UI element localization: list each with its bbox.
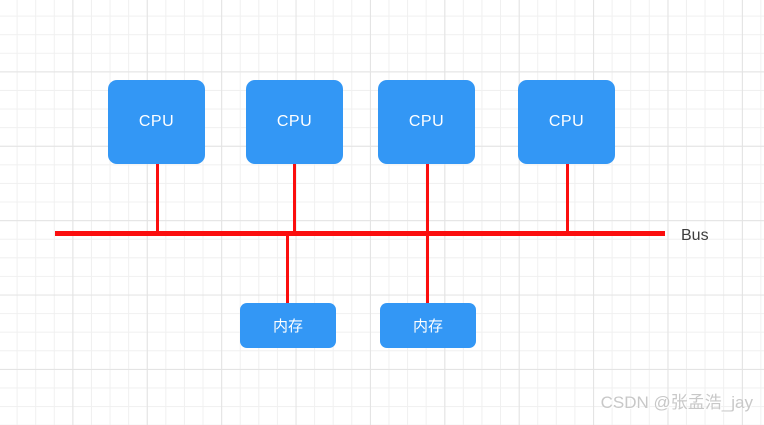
csdn-watermark: CSDN @张孟浩_jay xyxy=(600,393,753,412)
connector-cpu3-bus xyxy=(426,164,429,234)
cpu-node-1: CPU xyxy=(108,80,205,164)
cpu-node-4-label: CPU xyxy=(548,113,585,130)
bus-label: Bus xyxy=(681,227,709,244)
cpu-node-2: CPU xyxy=(246,80,343,164)
memory-node-2: 内存 xyxy=(380,303,476,348)
cpu-node-1-label: CPU xyxy=(138,113,175,130)
connector-cpu2-bus xyxy=(293,164,296,234)
cpu-node-3: CPU xyxy=(378,80,475,164)
memory-node-1-label: 内存 xyxy=(272,318,303,335)
connector-bus-memory2 xyxy=(426,234,429,303)
memory-node-1: 内存 xyxy=(240,303,336,348)
bus-line xyxy=(55,231,665,236)
cpu-node-2-label: CPU xyxy=(276,113,313,130)
connector-cpu4-bus xyxy=(566,164,569,234)
cpu-node-3-label: CPU xyxy=(408,113,445,130)
cpu-node-4: CPU xyxy=(518,80,615,164)
memory-node-2-label: 内存 xyxy=(412,318,443,335)
connector-cpu1-bus xyxy=(156,164,159,234)
connector-bus-memory1 xyxy=(286,234,289,303)
